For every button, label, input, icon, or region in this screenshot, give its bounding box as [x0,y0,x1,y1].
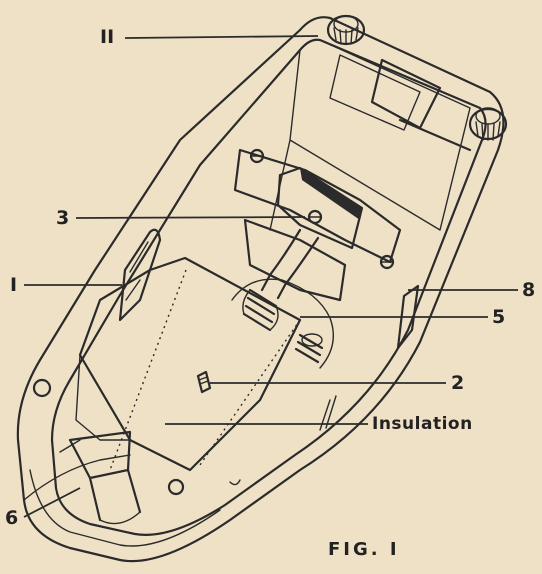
screw-3 [307,209,323,225]
rear-wall [269,39,471,231]
label-II: II [100,26,115,48]
hole-bottom-slot [229,479,241,486]
label-8: 8 [522,279,536,301]
screw-right [379,254,395,270]
label-2: 2 [451,372,465,394]
knob-left [326,14,366,46]
knob-right [468,107,508,141]
top-bracket [370,58,472,152]
mechanism-frame [233,148,402,264]
label-insulation: Insulation [372,414,473,434]
magnet-block [243,218,347,302]
figure-caption: FIG. I [328,539,400,560]
label-I: I [10,274,18,296]
terminal-stud [196,370,212,394]
end-cap-edge [59,439,141,525]
mechanism-block-shade [300,168,362,220]
battery-front [75,354,131,441]
label-3: 3 [56,207,70,229]
spring-lower [294,333,324,364]
spring-housing [231,278,334,369]
housing-base-edge [29,469,221,547]
label-6: 6 [5,507,19,529]
side-slot-inner [125,241,149,301]
leader-II [124,35,319,39]
right-panel-lines [319,395,337,431]
hole-bottom [167,478,185,496]
leader-3 [75,216,306,219]
battery-block [78,256,302,472]
screw-top-left [249,148,265,164]
end-cap [68,430,142,522]
label-5: 5 [492,306,506,328]
housing-front-lip [23,454,131,501]
housing-outer-outline [16,16,505,563]
spring-upper [242,288,279,332]
housing-inner-rim [50,38,487,536]
rear-wall-top [329,54,421,131]
contact-arm [260,228,320,300]
leader-6 [23,487,81,518]
side-slot [118,228,162,322]
battery-dotted-right [199,319,301,466]
hole-left [32,378,52,398]
